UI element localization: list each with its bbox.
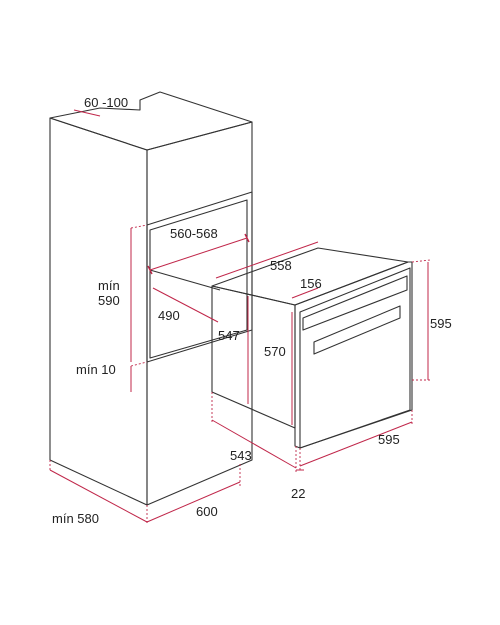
- label-oven-width: 595: [378, 432, 400, 447]
- label-niche-inner-depth: 490: [158, 308, 180, 323]
- label-oven-side-depth: 543: [230, 448, 252, 463]
- label-niche-height-line2: 590: [98, 293, 120, 308]
- dim-oven-width-line: [299, 421, 413, 467]
- label-oven-front-depth: 156: [300, 276, 322, 291]
- oven-door-handle: [313, 305, 401, 355]
- dim-cabinet-depth-line: [49, 469, 148, 523]
- label-oven-top-depth: 558: [270, 258, 292, 273]
- dim-niche-depth2-line: [152, 287, 219, 323]
- label-oven-body-height: 570: [264, 344, 286, 359]
- cabinet: [49, 91, 253, 506]
- label-niche-width: 560-568: [170, 226, 218, 241]
- dim-niche-depth-line: [73, 109, 101, 117]
- dim-niche-width-line: [149, 237, 248, 271]
- label-cabinet-depth: mín 580: [52, 511, 99, 526]
- dimension-lines: [49, 109, 431, 524]
- oven-control-panel: [302, 275, 408, 331]
- dimension-labels: 60 -100 560-568 mín 590 mín 10 490 mín 5…: [52, 95, 452, 526]
- label-oven-side-height: 547: [218, 328, 240, 343]
- cabinet-side: [49, 117, 148, 506]
- oven-front: [299, 267, 411, 449]
- dim-oven-front-depth-line: [291, 287, 319, 299]
- label-gap-below: mín 10: [76, 362, 116, 377]
- dim-cabinet-width-line: [146, 481, 241, 523]
- dim-oven-side-depth-line: [211, 419, 297, 469]
- label-cabinet-width: 600: [196, 504, 218, 519]
- label-oven-front-thickness: 22: [291, 486, 305, 501]
- label-niche-height-line1: mín: [98, 278, 120, 293]
- niche-opening: [146, 191, 253, 363]
- cabinet-top: [49, 91, 253, 151]
- dim-oven-top-line: [215, 241, 319, 279]
- label-niche-depth: 60 -100: [84, 95, 128, 110]
- label-oven-front-height: 595: [430, 316, 452, 331]
- niche-inner: [149, 199, 248, 359]
- niche-floor-edge: [149, 269, 221, 291]
